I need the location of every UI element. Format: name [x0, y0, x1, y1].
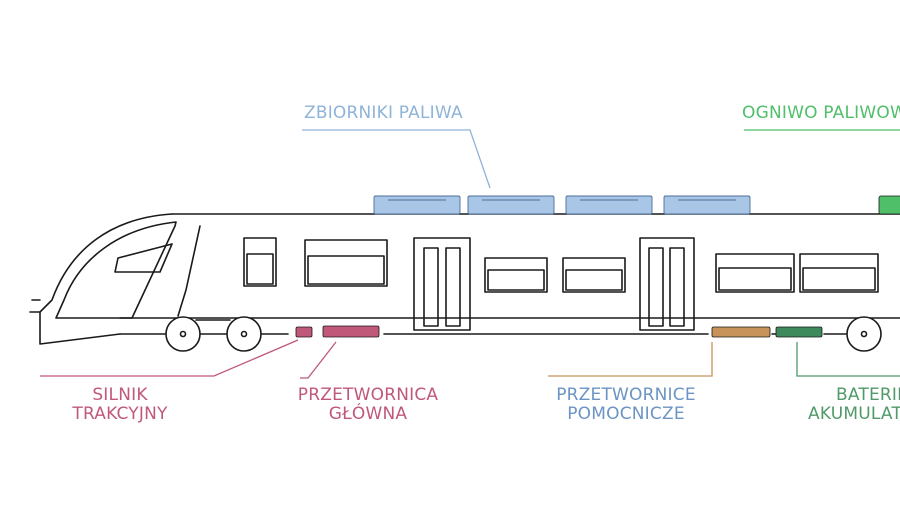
batteries-label-line-1: BATERIE — [836, 385, 900, 405]
batteries-box — [775, 326, 823, 338]
batteries-label: BATERIE AKUMULATORÓW — [808, 386, 900, 424]
aux-converters-box — [711, 326, 771, 338]
main-converter-label-line-2: GŁÓWNA — [328, 404, 408, 424]
traction-motor-leader — [40, 339, 299, 377]
window-6 — [799, 253, 879, 293]
wheel-2 — [226, 316, 262, 352]
nose-outline — [39, 213, 173, 345]
window-4 — [562, 257, 626, 293]
fuel-cell-label-text: OGNIWO PALIWOWE — [742, 103, 900, 123]
leader-lines — [40, 129, 900, 379]
fuel-tanks-leader — [302, 129, 491, 189]
fuel-cell-box — [878, 195, 900, 215]
aux-converters-leader — [548, 342, 713, 377]
traction-motor-label-line-1: SILNIK — [92, 385, 148, 405]
door-1-leaf-right — [445, 247, 461, 327]
traction-motor-label: SILNIK TRAKCYJNY — [60, 386, 180, 424]
fuel-tanks-label: ZBIORNIKI PALIWA — [304, 104, 463, 123]
traction-motor-label-line-2: TRAKCYJNY — [72, 404, 168, 424]
wheel-2-hub — [240, 330, 248, 338]
cab-door-line — [177, 225, 201, 317]
main-converter-label-line-1: PRZETWORNICA — [297, 385, 439, 405]
batteries-label-line-2: AKUMULATORÓW — [808, 404, 900, 424]
window-1 — [243, 237, 277, 287]
door-2 — [639, 237, 695, 331]
wheel-1-hub — [179, 330, 187, 338]
windshield-frame — [55, 221, 177, 319]
fuel-tank-2 — [467, 195, 555, 215]
windshield — [114, 243, 173, 273]
window-5-inner — [718, 267, 792, 291]
aux-converters-label-line-2: POMOCNICZE — [567, 404, 685, 424]
window-2-inner — [307, 255, 385, 285]
window-4-inner — [565, 269, 623, 291]
main-converter-leader — [300, 341, 337, 379]
door-1-leaf-left — [423, 247, 439, 327]
main-converter-box — [322, 325, 380, 338]
train-body — [29, 213, 900, 352]
fuel-tank-4 — [663, 195, 751, 215]
main-converter-label: PRZETWORNICA GŁÓWNA — [292, 386, 444, 424]
window-1-inner — [246, 253, 274, 285]
window-6-inner — [802, 267, 876, 291]
wheel-3-hub — [860, 330, 868, 338]
fuel-tanks-label-text: ZBIORNIKI PALIWA — [304, 103, 463, 123]
fuel-tank-3 — [565, 195, 653, 215]
window-3-inner — [487, 269, 545, 291]
front-coupler — [29, 299, 41, 313]
window-2 — [304, 239, 388, 287]
fuel-tanks — [373, 195, 751, 215]
traction-motor-box — [295, 326, 313, 338]
aux-converters-label-line-1: PRZETWORNICE — [556, 385, 696, 405]
door-1 — [413, 237, 471, 331]
fuel-tank-1 — [373, 195, 461, 215]
wheel-1 — [165, 316, 201, 352]
batteries-leader — [796, 342, 900, 377]
wheel-3 — [846, 316, 882, 352]
window-3 — [484, 257, 548, 293]
door-2-leaf-right — [669, 247, 685, 327]
window-5 — [715, 253, 795, 293]
fuel-cell-label: OGNIWO PALIWOWE — [742, 104, 900, 123]
door-2-leaf-left — [648, 247, 664, 327]
aux-converters-label: PRZETWORNICE POMOCNICZE — [550, 386, 702, 424]
